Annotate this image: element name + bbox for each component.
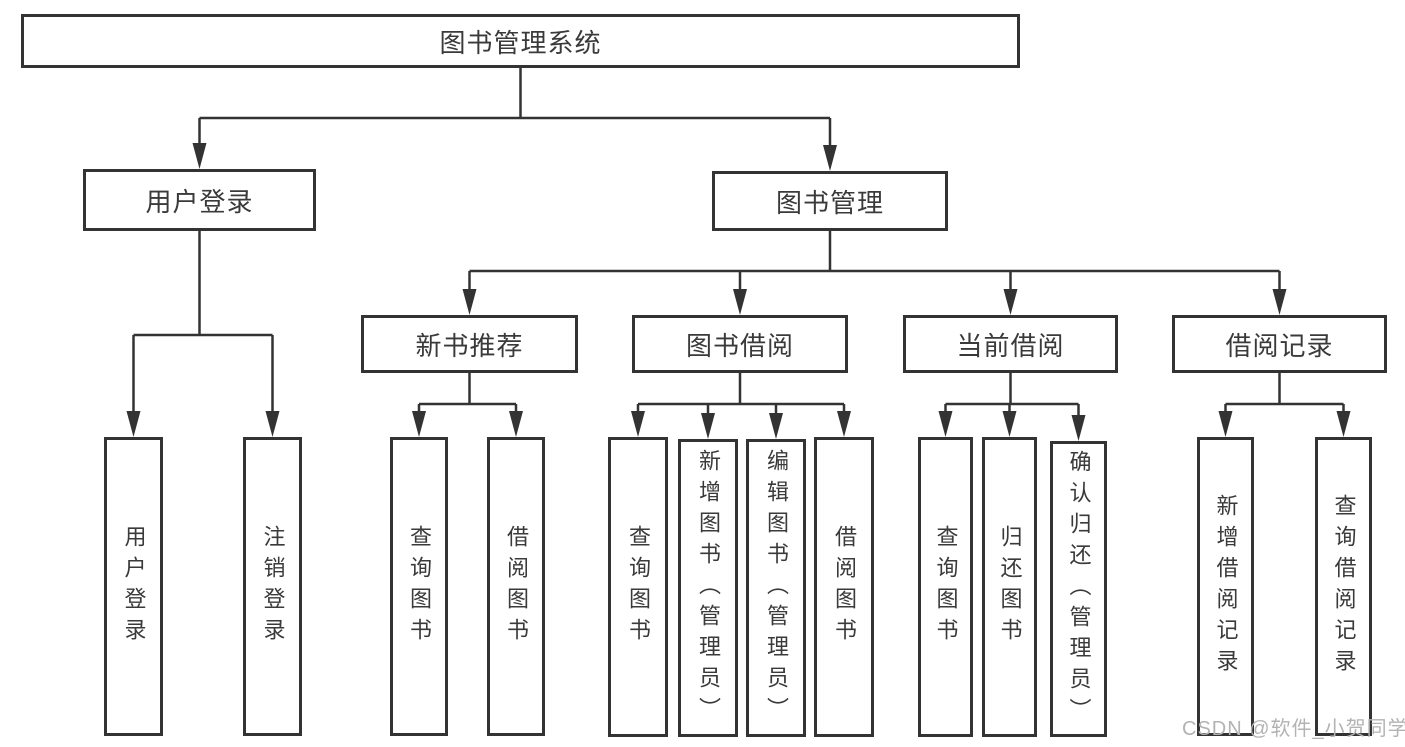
node-book-management-module: 图书管理 [712,171,948,231]
arrowhead-icon [823,145,837,171]
node-query-books-current: 查询图书 [918,437,973,737]
watermark: CSDN @软件_小贺同学 [1182,718,1405,740]
arrowhead-icon [1002,411,1017,437]
arrowhead-icon [265,411,280,437]
node-label: 注销登录 [260,524,286,649]
arrowhead-icon [1218,411,1233,437]
node-label: 查询图书 [933,525,959,649]
node-label: 编辑图书（管理员） [764,448,789,728]
node-label: 借阅记录 [1225,330,1334,361]
node-add-books-admin: 新增图书（管理员） [678,439,738,737]
arrowhead-icon [733,289,747,315]
node-new-book-recommendation: 新书推荐 [361,315,578,373]
node-label: 新增借阅记录 [1213,493,1239,680]
arrowhead-icon [938,411,953,437]
node-confirm-return-admin: 确认归还（管理员） [1050,441,1107,737]
node-query-borrow-record: 查询借阅记录 [1315,437,1372,736]
node-label: 当前借阅 [956,330,1065,361]
node-borrowing-records: 借阅记录 [1172,315,1387,373]
node-label: 新书推荐 [415,330,524,361]
node-label: 查询借阅记录 [1331,493,1357,680]
arrowhead-icon [1003,289,1018,315]
node-current-borrowing: 当前借阅 [903,315,1118,373]
node-label: 图书借阅 [685,330,794,361]
node-label: 归还图书 [997,525,1023,649]
arrowhead-icon [769,413,783,439]
arrowhead-icon [1272,289,1287,315]
arrowhead-icon [192,143,207,169]
arrowhead-icon [126,411,141,437]
node-borrow-books-borrowing: 借阅图书 [814,437,874,737]
arrowhead-icon [631,411,645,437]
node-label: 借阅图书 [504,524,529,649]
node-label: 查询图书 [407,524,432,649]
node-user-login: 用户登录 [104,437,163,736]
arrowhead-icon [462,289,477,315]
arrowhead-icon [1071,415,1086,441]
node-label: 确认归还（管理员） [1066,449,1092,729]
arrowhead-icon [412,411,426,437]
node-return-books: 归还图书 [982,437,1037,737]
arrowhead-icon [1336,411,1351,437]
arrowhead-icon [837,411,851,437]
node-label: 新增图书（管理员） [696,448,721,728]
node-borrow-books-newbook: 借阅图书 [487,437,545,736]
node-book-borrowing: 图书借阅 [632,315,848,373]
node-label: 图书管理 [775,187,884,218]
node-edit-books-admin: 编辑图书（管理员） [746,439,806,737]
node-label: 借阅图书 [832,525,857,649]
node-label: 用户登录 [145,186,254,217]
node-user-login-module: 用户登录 [83,169,316,231]
node-label: 用户登录 [121,524,147,649]
node-logout-login: 注销登录 [243,437,302,736]
node-query-books-newbook: 查询图书 [390,437,448,736]
node-add-borrow-record: 新增借阅记录 [1197,437,1254,736]
node-query-books-borrowing: 查询图书 [608,437,668,737]
arrowhead-icon [509,411,523,437]
arrowhead-icon [701,413,715,439]
node-label: 图书管理系统 [439,27,602,58]
node-label: 查询图书 [626,525,651,649]
node-book-management-system: 图书管理系统 [21,14,1020,68]
